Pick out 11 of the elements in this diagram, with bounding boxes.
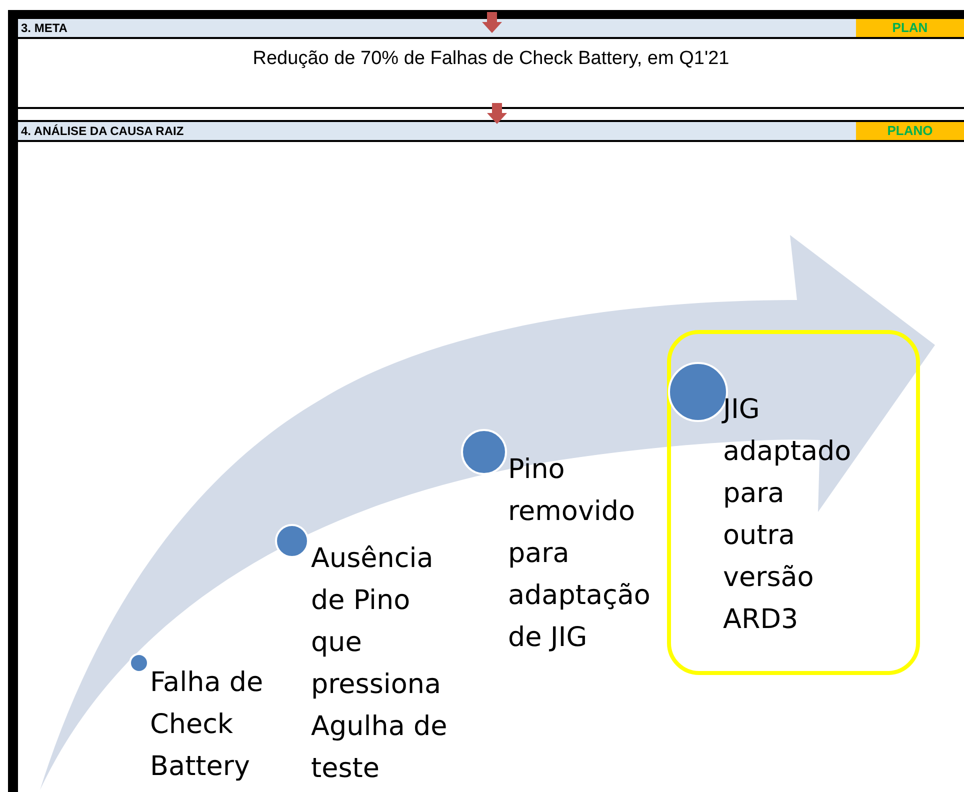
- step-text: Pino removido para adaptação de JIG: [508, 453, 652, 655]
- step-text: Falha de Check Battery: [150, 666, 264, 784]
- section-title: 3. META: [21, 21, 68, 35]
- goal-text: Redução de 70% de Falhas de Check Battery, em Q1'21: [252, 48, 730, 70]
- highlight-box: [667, 330, 920, 675]
- circle-marker: [129, 653, 149, 673]
- section-title: 4. ANÁLISE DA CAUSA RAIZ: [21, 124, 184, 138]
- status-tag: PLANO: [856, 122, 964, 140]
- step-text: JIG adaptado para outra versão ARD3: [723, 393, 852, 637]
- step-text: Ausência de Pino que pressiona Agulha de teste: [311, 542, 448, 786]
- status-tag: PLAN: [856, 19, 964, 37]
